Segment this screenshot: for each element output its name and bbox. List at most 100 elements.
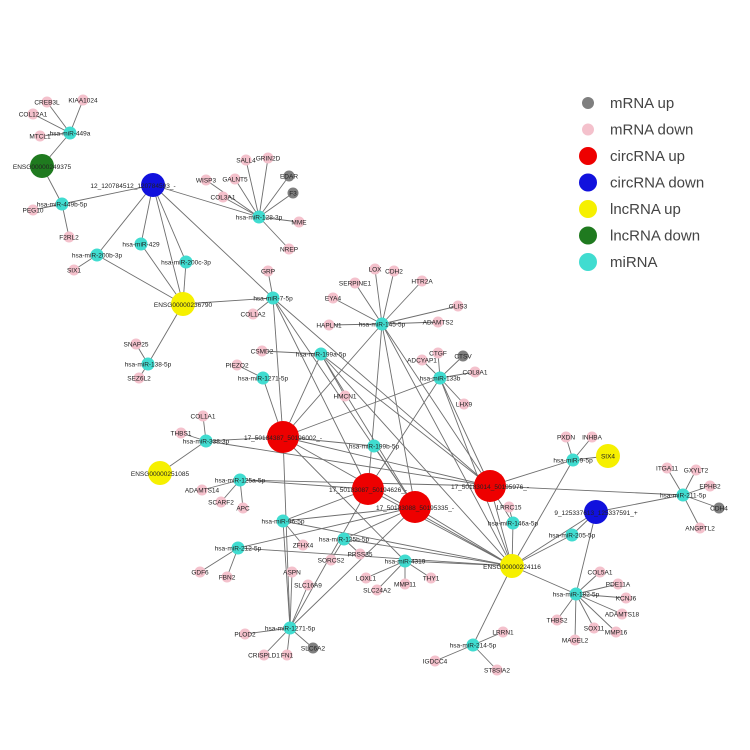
node-m182[interactable]: hsa-miR-182-5p bbox=[553, 587, 600, 601]
mirna-node[interactable] bbox=[231, 541, 245, 555]
node-g_lrrc15[interactable]: LRRC15 bbox=[497, 501, 522, 513]
node-g_col1a1[interactable]: COL1A1 bbox=[191, 410, 216, 422]
mrna-down-node[interactable] bbox=[388, 265, 400, 277]
node-circ17b[interactable]: 17_50183087_50194626_- bbox=[329, 473, 407, 505]
node-g_peg10[interactable]: PEG10 bbox=[23, 204, 44, 216]
mrna-down-node[interactable] bbox=[425, 572, 437, 584]
node-g_fn1[interactable]: FN1 bbox=[281, 649, 294, 661]
node-m429[interactable]: hsa-miR-429 bbox=[122, 237, 160, 251]
mrna-down-node[interactable] bbox=[302, 579, 314, 591]
lncrna-up-node[interactable] bbox=[171, 292, 195, 316]
mrna-down-node[interactable] bbox=[239, 628, 251, 640]
node-g_hapln1[interactable]: HAPLN1 bbox=[316, 319, 342, 331]
node-g_slc6a2[interactable]: SLC6A2 bbox=[301, 642, 326, 654]
node-circ9[interactable]: 9_125337613_125337591_+ bbox=[554, 500, 638, 524]
mrna-down-node[interactable] bbox=[323, 319, 335, 331]
node-g_f2rl2[interactable]: F2RL2 bbox=[59, 231, 79, 243]
mrna-down-node[interactable] bbox=[594, 566, 606, 578]
node-g_glis3[interactable]: GLIS3 bbox=[449, 300, 468, 312]
node-g_adamts14[interactable]: ADAMTS14 bbox=[185, 484, 220, 496]
mrna-down-node[interactable] bbox=[240, 154, 252, 166]
node-g_col3a1[interactable]: COL3A1 bbox=[211, 191, 236, 203]
mrna-up-node[interactable] bbox=[283, 170, 295, 182]
mrna-down-node[interactable] bbox=[469, 366, 481, 378]
mrna-down-node[interactable] bbox=[77, 94, 89, 106]
mrna-up-node[interactable] bbox=[457, 350, 469, 362]
mrna-down-node[interactable] bbox=[503, 501, 515, 513]
node-circ17d[interactable]: 17_50183014_50195976_- bbox=[451, 470, 529, 502]
node-g_apc[interactable]: APC bbox=[236, 502, 250, 514]
mrna-down-node[interactable] bbox=[215, 496, 227, 508]
node-lnc251085[interactable]: ENSG00000251085 bbox=[131, 461, 190, 485]
mrna-down-node[interactable] bbox=[325, 554, 337, 566]
mirna-node[interactable] bbox=[233, 473, 247, 487]
node-lnc236790[interactable]: ENSG00000236790 bbox=[154, 292, 213, 316]
mrna-down-node[interactable] bbox=[371, 584, 383, 596]
node-m9[interactable]: hsa-miR-9-5p bbox=[553, 453, 593, 467]
mrna-down-node[interactable] bbox=[569, 634, 581, 646]
mrna-down-node[interactable] bbox=[297, 539, 309, 551]
circrna-up-node[interactable] bbox=[399, 491, 431, 523]
node-g_ctsv[interactable]: CTSV bbox=[454, 350, 472, 362]
node-g_igdcc4[interactable]: IGDCC4 bbox=[423, 655, 448, 667]
node-g_adcyap1[interactable]: ADCYAP1 bbox=[407, 354, 437, 366]
mrna-down-node[interactable] bbox=[281, 649, 293, 661]
node-g_col5a1[interactable]: COL5A1 bbox=[588, 566, 613, 578]
mrna-down-node[interactable] bbox=[217, 191, 229, 203]
node-g_gxylt2[interactable]: GXYLT2 bbox=[684, 464, 709, 476]
circrna-down-node[interactable] bbox=[584, 500, 608, 524]
mrna-down-node[interactable] bbox=[586, 431, 598, 443]
node-g_st8sia2[interactable]: ST8SIA2 bbox=[484, 664, 510, 676]
node-m96[interactable]: hsa-miR-96-5p bbox=[262, 514, 305, 528]
lncrna-up-node[interactable] bbox=[596, 444, 620, 468]
node-m338[interactable]: hsa-miR-338-3p bbox=[183, 434, 230, 448]
mirna-node[interactable] bbox=[314, 347, 328, 361]
node-g_csmd2[interactable]: CSMD2 bbox=[251, 345, 274, 357]
mrna-down-node[interactable] bbox=[175, 427, 187, 439]
node-g_col8a1[interactable]: COL8A1 bbox=[463, 366, 488, 378]
mrna-down-node[interactable] bbox=[262, 152, 274, 164]
node-g_ephb2[interactable]: EPHB2 bbox=[699, 480, 721, 492]
node-g_fbn2[interactable]: FBN2 bbox=[219, 571, 236, 583]
mrna-down-node[interactable] bbox=[339, 390, 351, 402]
node-g_eya4[interactable]: EYA4 bbox=[325, 292, 342, 304]
node-g_slc16a9[interactable]: SLC16A9 bbox=[294, 579, 322, 591]
mirna-node[interactable] bbox=[565, 528, 579, 542]
node-m214[interactable]: hsa-miR-214-5p bbox=[450, 638, 497, 652]
mrna-down-node[interactable] bbox=[458, 398, 470, 410]
mrna-down-node[interactable] bbox=[286, 566, 298, 578]
mirna-node[interactable] bbox=[90, 248, 104, 262]
mrna-down-node[interactable] bbox=[63, 231, 75, 243]
mirna-node[interactable] bbox=[199, 434, 213, 448]
mrna-down-node[interactable] bbox=[354, 548, 366, 560]
node-g_lox[interactable]: LOX bbox=[368, 263, 382, 275]
mrna-down-node[interactable] bbox=[588, 622, 600, 634]
node-g_ctgf[interactable]: CTGF bbox=[429, 347, 447, 359]
lncrna-up-node[interactable] bbox=[500, 554, 524, 578]
node-m125b[interactable]: hsa-miR-125b-5p bbox=[319, 532, 370, 546]
node-g_col1a2[interactable]: COL1A2 bbox=[241, 308, 266, 320]
node-g_sox11[interactable]: SOX11 bbox=[584, 622, 605, 634]
node-g_piezo2[interactable]: PIEZO2 bbox=[225, 359, 249, 371]
node-g_scarf2[interactable]: SCARF2 bbox=[208, 496, 234, 508]
node-g_six1[interactable]: SIX1 bbox=[67, 264, 81, 276]
node-g_pde11a[interactable]: PDE11A bbox=[606, 578, 631, 590]
mrna-down-node[interactable] bbox=[452, 300, 464, 312]
node-g_itga11[interactable]: ITGA11 bbox=[656, 462, 678, 474]
mirna-node[interactable] bbox=[375, 317, 389, 331]
mrna-down-node[interactable] bbox=[694, 522, 706, 534]
node-m133b[interactable]: hsa-miR-133b bbox=[420, 371, 461, 385]
circrna-down-node[interactable] bbox=[141, 173, 165, 197]
node-g_zfhx4[interactable]: ZFHX4 bbox=[293, 539, 314, 551]
mrna-down-node[interactable] bbox=[196, 484, 208, 496]
mrna-down-node[interactable] bbox=[27, 204, 39, 216]
mrna-down-node[interactable] bbox=[369, 263, 381, 275]
mirna-node[interactable] bbox=[179, 255, 193, 269]
node-g_kcnj6[interactable]: KCNJ6 bbox=[616, 592, 637, 604]
mrna-down-node[interactable] bbox=[237, 502, 249, 514]
node-g_crispld1[interactable]: CRISPLD1 bbox=[248, 649, 280, 661]
mrna-down-node[interactable] bbox=[258, 649, 270, 661]
node-m205[interactable]: hsa-miR-205-5p bbox=[549, 528, 596, 542]
mrna-down-node[interactable] bbox=[491, 664, 503, 676]
node-g_serpine1[interactable]: SERPINE1 bbox=[339, 277, 372, 289]
